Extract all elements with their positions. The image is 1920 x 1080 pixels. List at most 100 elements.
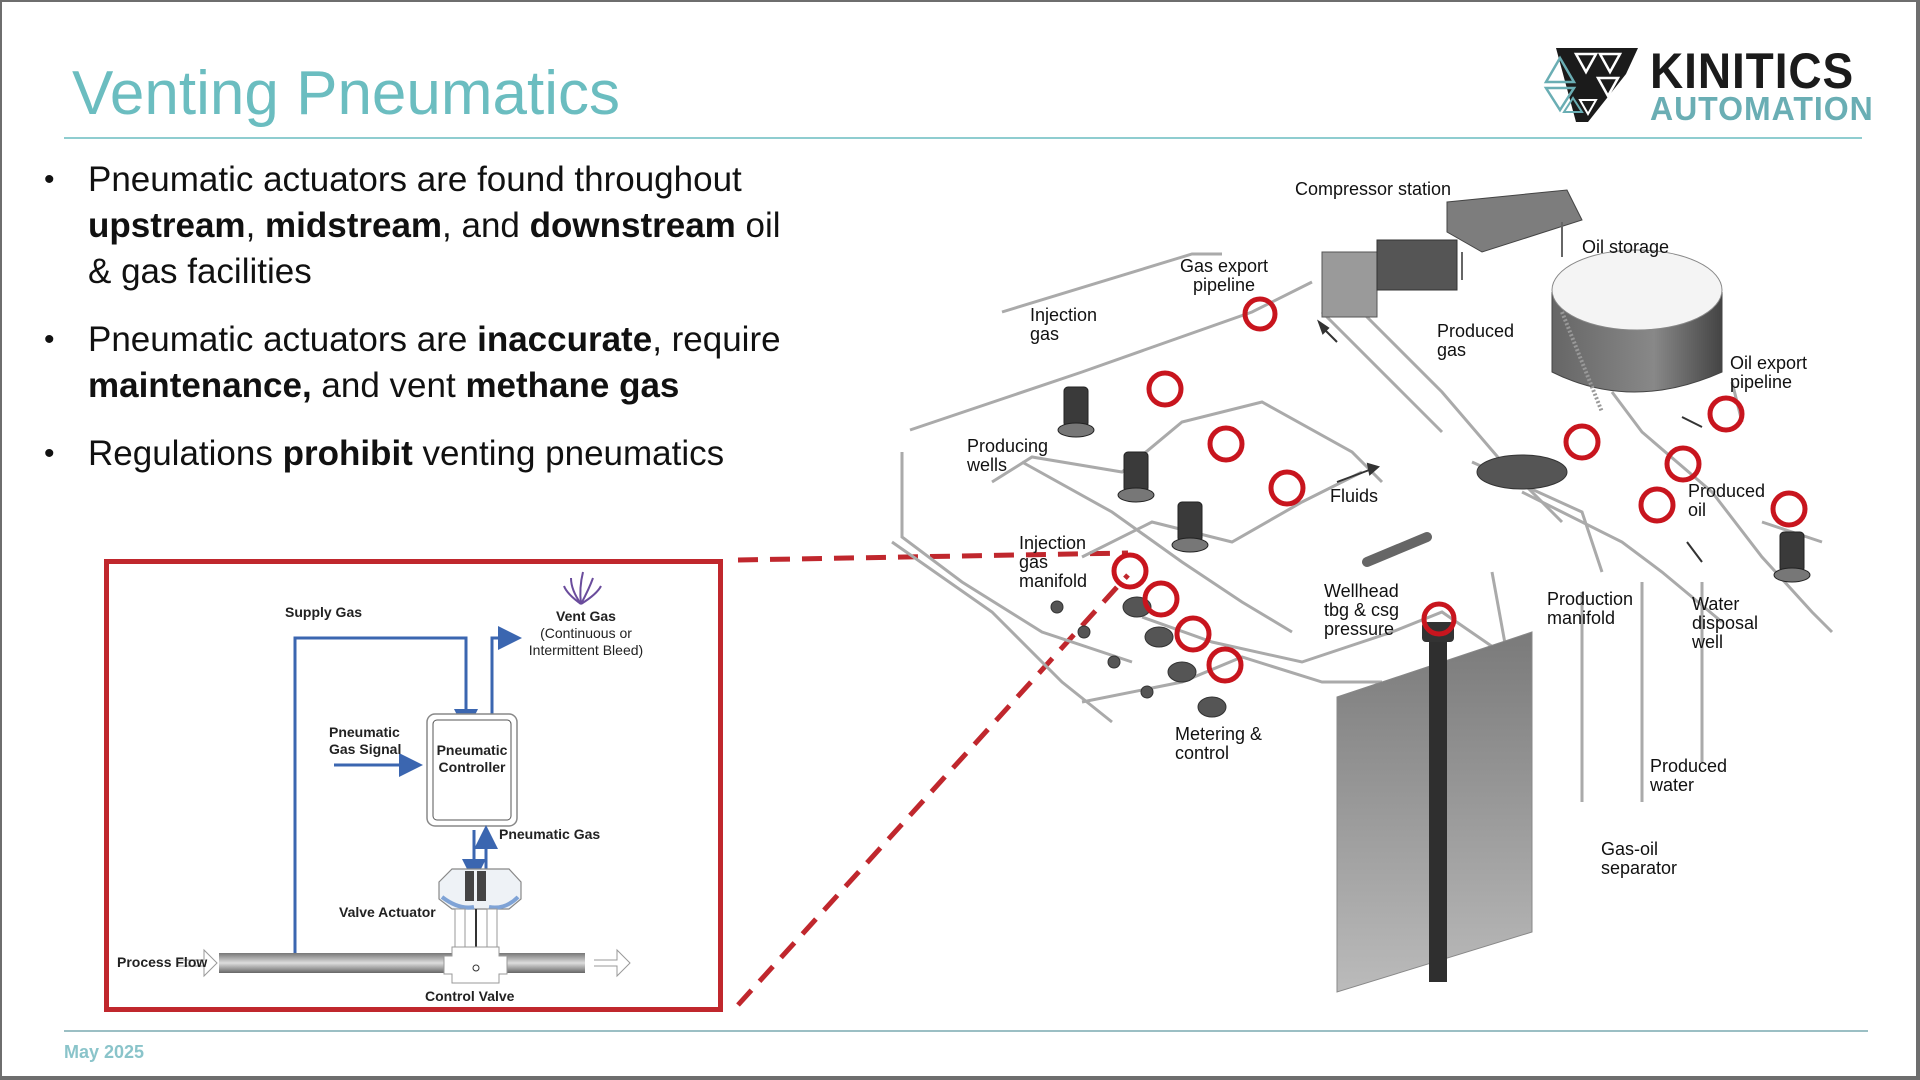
produced-gas-line2: gas (1437, 340, 1467, 360)
highlight-circle (1111, 552, 1149, 590)
production-manifold-line2: manifold (1547, 608, 1616, 628)
bullet-dot-icon: • (44, 437, 55, 470)
highlight-circle (1146, 370, 1184, 408)
oil-export-line1: Oil export (1730, 353, 1808, 373)
footer-divider (64, 1030, 1868, 1032)
flow-arrows (1317, 319, 1703, 563)
schematic-drawing (179, 571, 631, 984)
highlight-circle (1421, 601, 1457, 637)
wellhead-icons (1057, 386, 1811, 583)
process-pipe-inlet (219, 953, 474, 973)
highlight-circle (1268, 469, 1306, 507)
water-disposal-line3: well (1692, 632, 1724, 652)
bullet-emphasis: methane gas (465, 366, 680, 405)
label-supply-gas: Supply Gas (285, 604, 363, 620)
bullet-dot-icon: • (44, 163, 55, 196)
label-pneumatic-gas-signal: Pneumatic Gas Signal (329, 724, 401, 758)
title-divider (64, 137, 1862, 139)
bullet-run: venting pneumatics (412, 434, 725, 473)
bullet-item: • Pneumatic actuators are inaccurate, req… (42, 317, 802, 409)
pneumatic-schematic-inset: Supply Gas Vent Gas (Continuous or Inter… (104, 559, 723, 1012)
vent-gas-sub2: Intermittent Bleed) (528, 642, 644, 658)
pneumatic-actuator-highlights (1111, 296, 1808, 684)
highlight-circle (1770, 490, 1808, 528)
highlight-circle (1707, 395, 1745, 433)
vent-gas-sub1: (Continuous or (540, 625, 632, 641)
produced-water-line1: Produced (1650, 756, 1728, 776)
bullet-emphasis: maintenance, (88, 366, 312, 405)
process-flow-out-arrow (594, 948, 631, 978)
label-fluids: Fluids (1330, 486, 1379, 506)
water-disposal-line2: disposal (1692, 613, 1759, 633)
bullet-emphasis: prohibit (282, 434, 413, 473)
highlight-circle (1174, 615, 1212, 653)
bullet-text: Pneumatic actuators are found throughout… (88, 160, 781, 291)
bullet-emphasis: downstream (529, 206, 736, 245)
producing-wells-line1: Producing (967, 436, 1049, 456)
label-pneumatic-gas: Pneumatic Gas (499, 826, 601, 842)
label-control-valve: Control Valve (425, 988, 515, 1004)
bullet-text: Pneumatic actuators are inaccurate, requ… (88, 320, 781, 405)
metering-line1: Metering & (1175, 724, 1263, 744)
bullet-emphasis: inaccurate (477, 320, 653, 359)
logo-text-kinitics: KINITICS (1650, 43, 1855, 99)
wellhead-line1: Wellhead (1324, 581, 1399, 601)
inj-manifold-line3: manifold (1019, 571, 1088, 591)
label-compressor-station: Compressor station (1295, 179, 1452, 199)
label-valve-actuator: Valve Actuator (339, 904, 436, 920)
gas-export-line1: Gas export (1180, 256, 1269, 276)
controller-line1: Pneumatic (436, 742, 508, 758)
wellhead-line2: tbg & csg (1324, 600, 1400, 620)
bullet-run: Pneumatic actuators are (88, 320, 478, 359)
bullet-emphasis: midstream (265, 206, 443, 245)
well-cutaway-icon (1336, 622, 1533, 993)
label-oil-storage: Oil storage (1582, 237, 1670, 257)
label-process-flow: Process Flow (117, 954, 208, 970)
signal-line1: Pneumatic (329, 724, 400, 740)
manifold-valve-icons (1050, 596, 1227, 718)
signal-line2: Gas Signal (329, 741, 402, 757)
injection-gas-line2: gas (1030, 324, 1060, 344)
production-manifold-icon (1362, 532, 1432, 567)
oil-gas-facility-diagram: Compressor station Oil storage Gas expor… (882, 162, 1920, 1002)
kinitics-logo: KINITICS AUTOMATION (1538, 43, 1873, 127)
compressor-station-icon (1321, 189, 1583, 318)
bullet-list: • Pneumatic actuators are found throughou… (42, 157, 802, 499)
process-flow-in-arrow (179, 948, 218, 978)
oil-export-line2: pipeline (1730, 372, 1793, 392)
controller-line2: Controller (438, 759, 506, 775)
inj-manifold-line1: Injection (1019, 533, 1087, 553)
bullet-text: Regulations prohibit venting pneumatics (88, 434, 724, 473)
label-pneumatic-controller: Pneumatic Controller (431, 742, 513, 776)
production-manifold-line1: Production (1547, 589, 1634, 609)
bullet-dot-icon: • (44, 323, 55, 356)
bullet-emphasis: upstream (88, 206, 246, 245)
separator-line2: separator (1601, 858, 1678, 878)
bullet-run: Regulations (88, 434, 283, 473)
produced-oil-line1: Produced (1688, 481, 1766, 501)
process-pipe-outlet (489, 953, 585, 973)
highlight-circle (1638, 486, 1676, 524)
wellhead-line3: pressure (1324, 619, 1395, 639)
bullet-run: , (245, 206, 266, 245)
injection-gas-line1: Injection (1030, 305, 1098, 325)
highlight-circle (1206, 646, 1244, 684)
bullet-run: and vent (311, 366, 466, 405)
highlight-circle (1664, 445, 1702, 483)
vent-gas-title: Vent Gas (556, 608, 616, 624)
supply-gas-line (293, 636, 478, 964)
logo-mark-icon (1543, 48, 1638, 122)
footer-date: May 2025 (64, 1042, 145, 1062)
bullet-run: Pneumatic actuators are found throughout (88, 160, 742, 199)
